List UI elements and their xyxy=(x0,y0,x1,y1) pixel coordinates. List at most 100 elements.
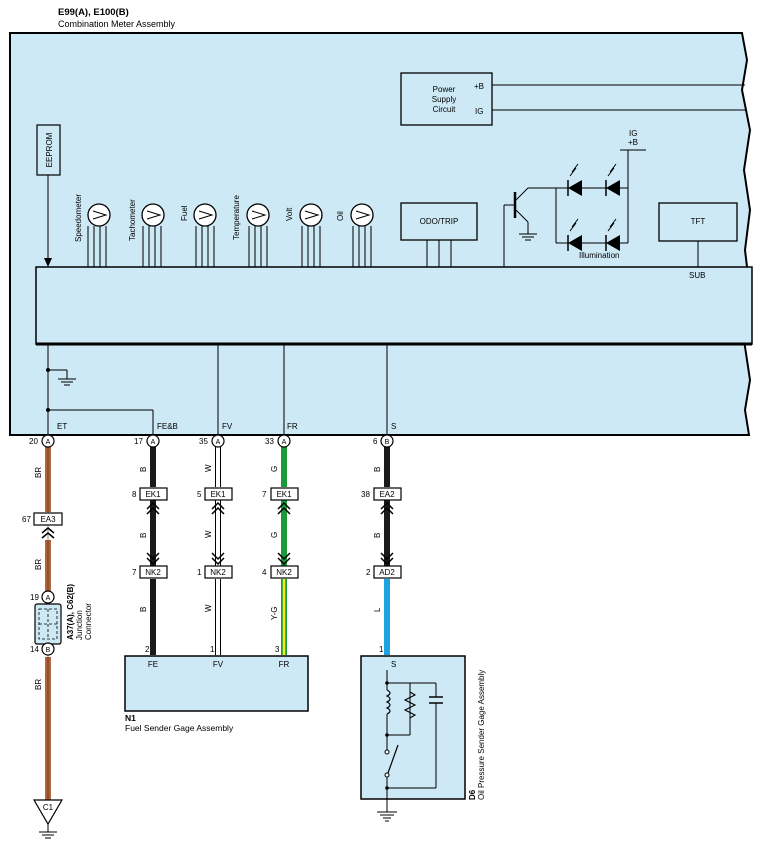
gauge-speedometer: Speedometer xyxy=(74,194,111,267)
ig-label: IG xyxy=(629,129,637,138)
gauge-oil: Oil xyxy=(336,203,374,267)
connector-pin: 1 xyxy=(197,568,202,577)
gauge-label: Fuel xyxy=(180,205,189,221)
eeprom-label: EEPROM xyxy=(45,132,54,167)
pin-plus-b: +B xyxy=(474,82,484,91)
gauges: Speedometer Tachometer Fuel Temperature … xyxy=(74,194,374,267)
wire-code: B xyxy=(139,533,148,538)
junction-pin-bottom: 14 xyxy=(30,645,39,654)
fuel-sender-code: N1 xyxy=(125,713,136,723)
terminal-pin-s: 6 xyxy=(373,437,378,446)
wire-code: G xyxy=(270,466,279,472)
gauge-label: Tachometer xyxy=(128,199,137,241)
fuel-sender-pin-label: FE xyxy=(148,660,158,669)
oil-sender-pin-label: S xyxy=(391,660,396,669)
wire-code: W xyxy=(204,530,213,538)
power-supply-line1: Power xyxy=(433,85,456,94)
fuel-sender-pin: 3 xyxy=(275,645,280,654)
wire-joints xyxy=(41,501,394,566)
wire-code: BR xyxy=(34,559,43,570)
eeprom-block: EEPROM xyxy=(36,124,61,267)
fuel-sender-pin: 2 xyxy=(145,645,150,654)
terminal-conn-fv: A xyxy=(216,439,221,446)
connector-pin: 7 xyxy=(262,490,267,499)
connector-nk2: NK2 xyxy=(276,568,292,577)
connector-nk2: NK2 xyxy=(210,568,226,577)
meter-logic-block xyxy=(35,266,753,345)
illumination-circuit: IG +B Illumination xyxy=(503,129,646,267)
terminal-name-fv: FV xyxy=(222,422,233,431)
wire-color-codes: BR BR BR B B B W W W G G Y-G B B L xyxy=(34,464,382,690)
terminal-conn-fr: A xyxy=(282,439,287,446)
terminal-name-fr: FR xyxy=(287,422,298,431)
wire-code: B xyxy=(139,467,148,472)
fuel-sender-pin: 1 xyxy=(210,645,215,654)
wire-code: B xyxy=(373,533,382,538)
connector-pin: 7 xyxy=(132,568,137,577)
connector-pin: 8 xyxy=(132,490,137,499)
odo-trip-label: ODO/TRIP xyxy=(420,217,459,226)
illumination-label: Illumination xyxy=(579,251,619,260)
terminal-name-s: S xyxy=(391,422,396,431)
gauge-label: Temperature xyxy=(232,195,241,240)
fuel-sender-pin-label: FV xyxy=(213,660,224,669)
wire-code: BR xyxy=(34,467,43,478)
panel-terminals: A 20 A 17 A 35 A 33 B 6 xyxy=(29,434,394,448)
terminal-name-et: ET xyxy=(57,422,67,431)
wire-code: G xyxy=(270,532,279,538)
terminal-conn-feb: A xyxy=(151,439,156,446)
connector-ek1: EK1 xyxy=(276,490,292,499)
terminal-name-feb: FE&B xyxy=(157,422,178,431)
connector-pin: 5 xyxy=(197,490,202,499)
fuel-sender-assembly: 2 1 3 FE FV FR N1 Fuel Sender Gage Assem… xyxy=(124,645,309,733)
pin-ig: IG xyxy=(475,107,483,116)
junction-label-line1: Junction xyxy=(75,610,84,640)
connector-pin: 2 xyxy=(366,568,371,577)
terminal-conn-et: A xyxy=(46,439,51,446)
header-code: E99(A), E100(B) xyxy=(58,7,129,18)
header-title: Combination Meter Assembly xyxy=(58,19,176,29)
junction-code: A37(A), C62(B) xyxy=(66,584,75,640)
junction-label-line2: Connector xyxy=(84,603,93,640)
power-supply-block: Power Supply Circuit +B IG xyxy=(400,72,745,126)
oil-pressure-sender-assembly: 1 S D6 Oil Pressure Sender Gage Assembly xyxy=(360,645,486,822)
plus-b-label: +B xyxy=(628,138,638,147)
wire-code: L xyxy=(373,607,382,612)
gauge-label: Speedometer xyxy=(74,194,83,242)
ground-c1: C1 xyxy=(32,799,64,839)
connector-ea3: EA3 xyxy=(40,515,56,524)
terminal-pin-feb: 17 xyxy=(134,437,143,446)
junction-connector: A 19 B 14 A37(A), C62(B) Junction Connec… xyxy=(30,584,93,656)
connector-ea2: EA2 xyxy=(379,490,395,499)
connector-pin: 38 xyxy=(361,490,370,499)
terminal-conn-s: B xyxy=(385,439,390,446)
connector-pin: 4 xyxy=(262,568,267,577)
ground-c1-label: C1 xyxy=(43,803,54,812)
fuel-sender-pin-label: FR xyxy=(279,660,290,669)
gauge-tachometer: Tachometer xyxy=(128,199,165,267)
wire-code: BR xyxy=(34,679,43,690)
connector-ea3-pin: 67 xyxy=(22,515,31,524)
sub-label: SUB xyxy=(689,271,705,280)
terminal-pin-fr: 33 xyxy=(265,437,274,446)
connector-ek1: EK1 xyxy=(145,490,161,499)
gauge-label: Oil xyxy=(336,211,345,221)
connector-ek1: EK1 xyxy=(210,490,226,499)
odo-trip-block: ODO/TRIP xyxy=(400,202,478,267)
junction-pin-top: 19 xyxy=(30,593,39,602)
oil-sender-title: Oil Pressure Sender Gage Assembly xyxy=(477,670,486,800)
wire-code: W xyxy=(204,464,213,472)
wire-code: B xyxy=(139,607,148,612)
connector-ad2: AD2 xyxy=(379,568,395,577)
tft-label: TFT xyxy=(691,217,706,226)
wire-code: W xyxy=(204,604,213,612)
gauge-fuel: Fuel xyxy=(180,203,217,267)
internal-ground xyxy=(46,344,388,436)
junction-conn-top: A xyxy=(46,595,51,602)
terminal-pin-et: 20 xyxy=(29,437,38,446)
junction-conn-bottom: B xyxy=(46,647,51,654)
tft-block: TFT SUB xyxy=(658,202,738,280)
gauge-temperature: Temperature xyxy=(232,195,270,267)
fuel-sender-title: Fuel Sender Gage Assembly xyxy=(125,723,234,733)
